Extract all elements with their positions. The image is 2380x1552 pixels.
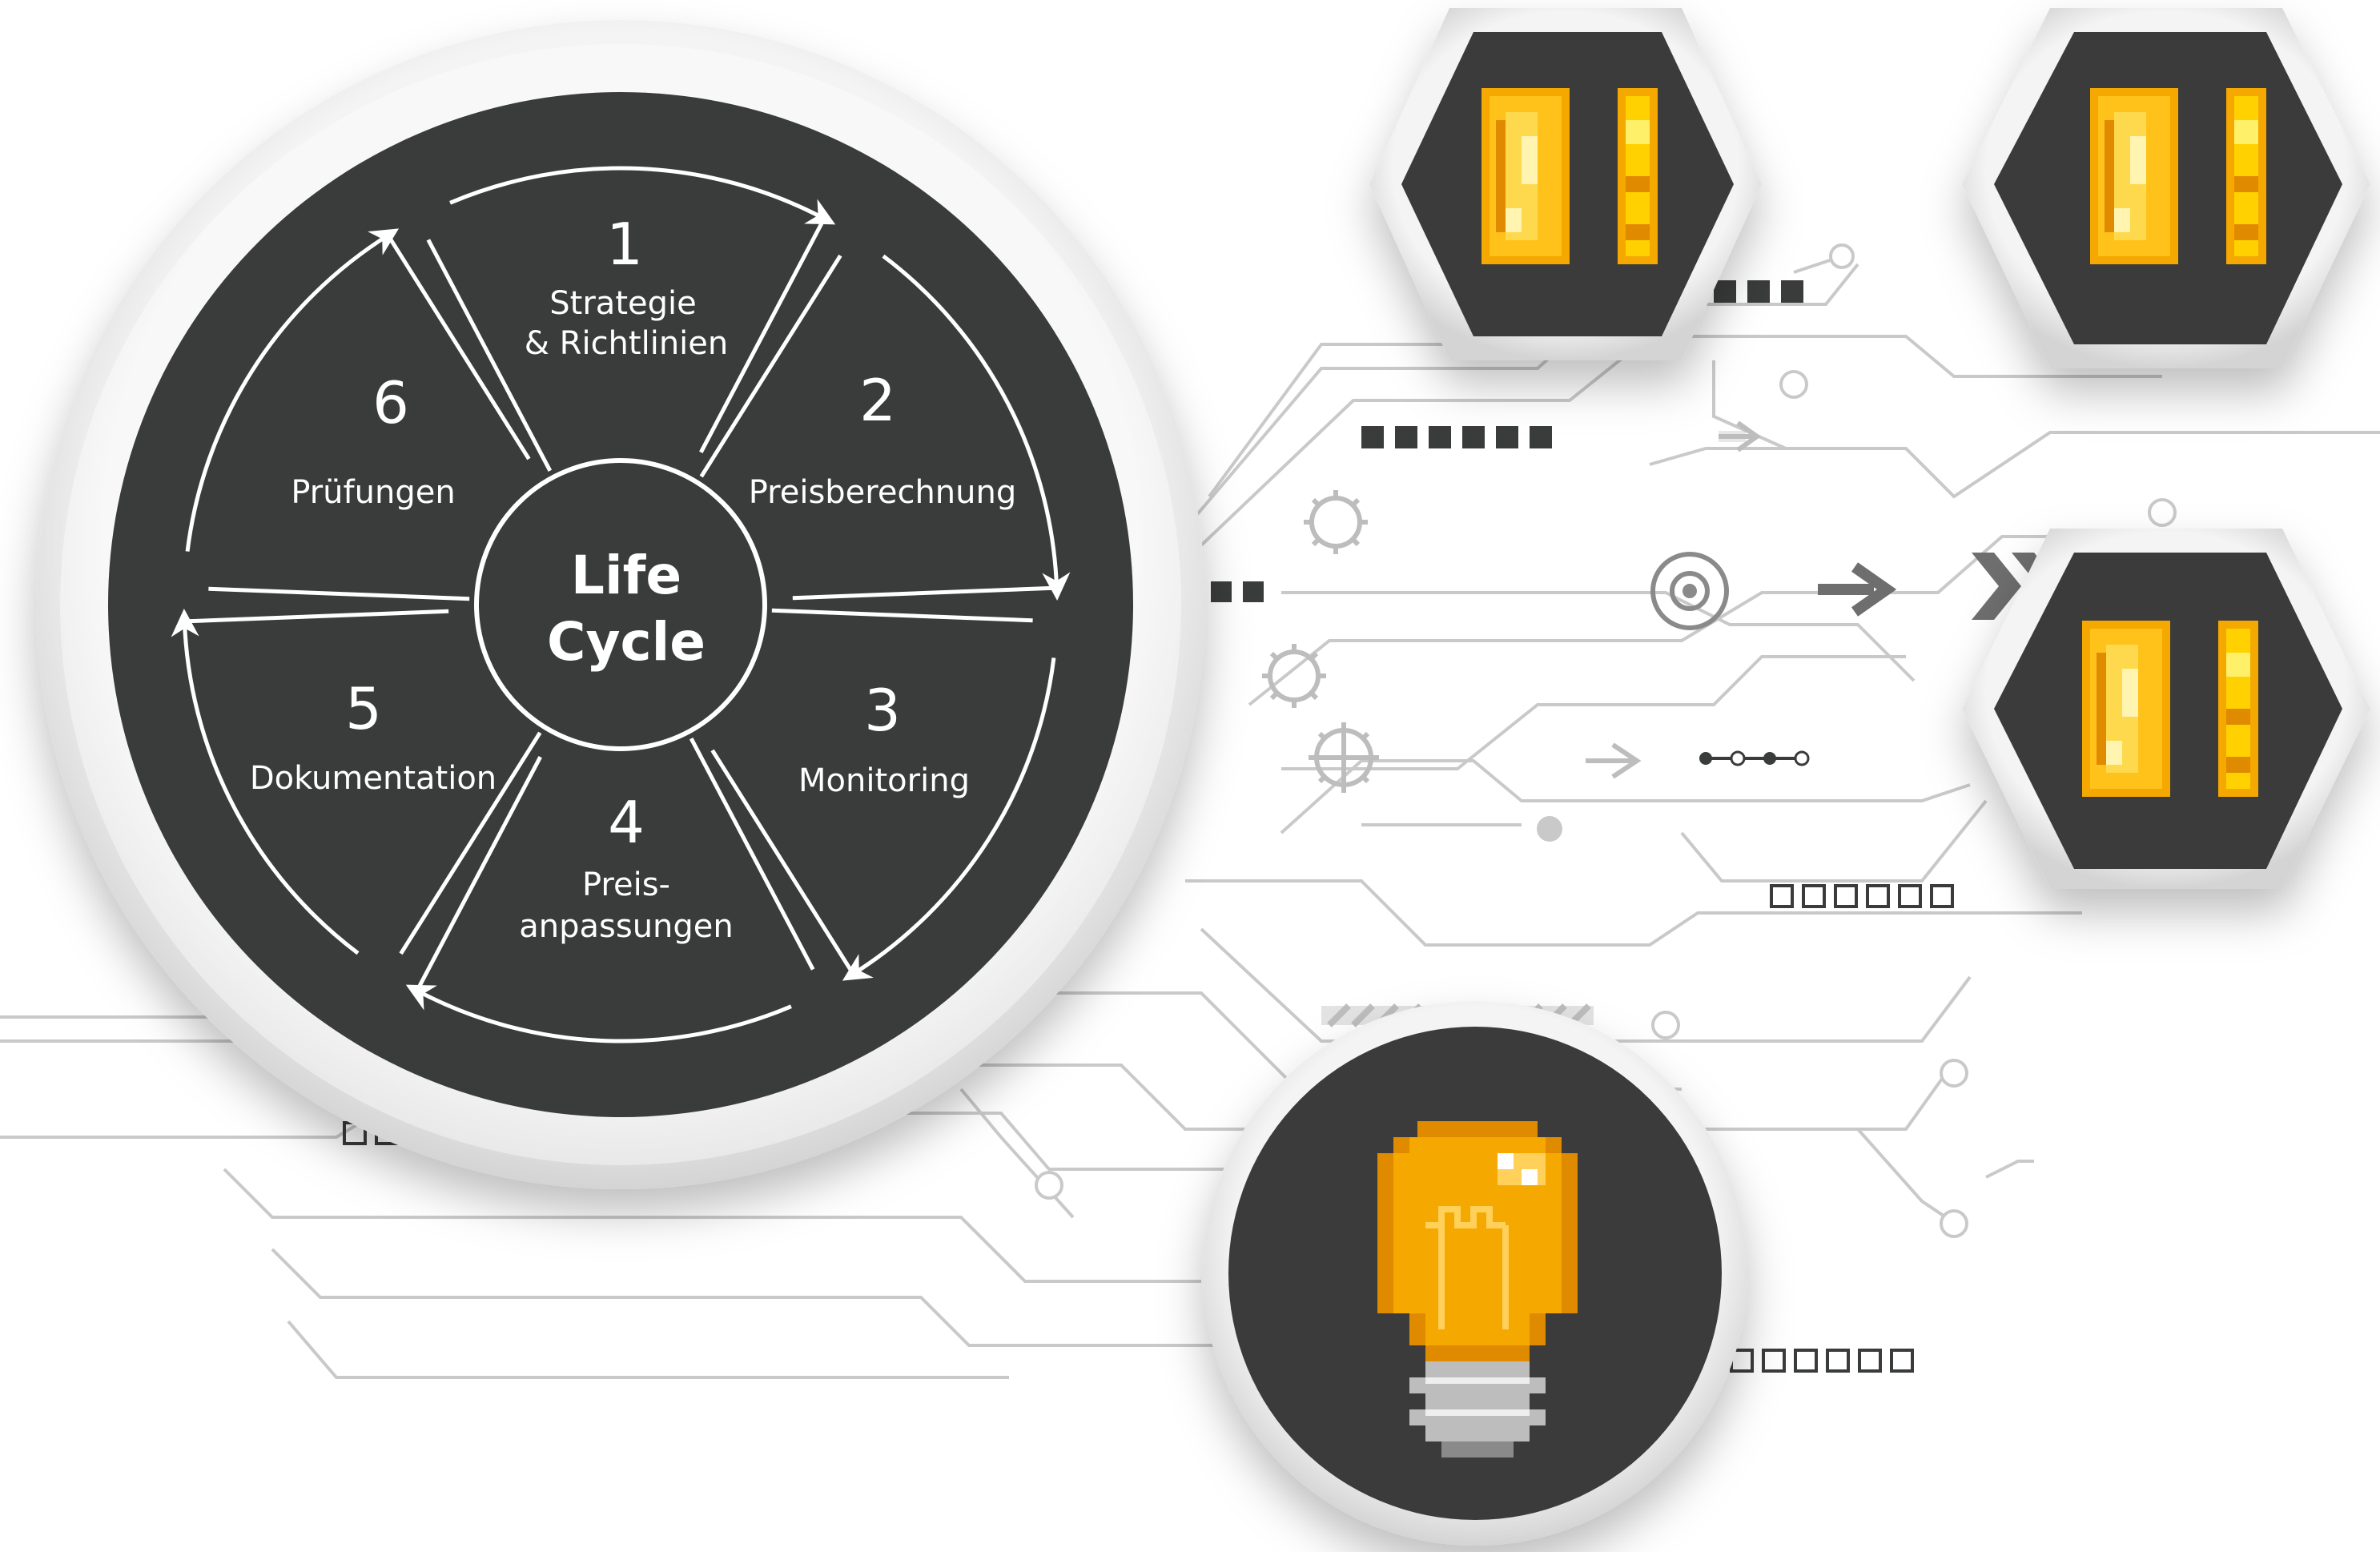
center-label-line1: Life bbox=[571, 545, 681, 606]
gear-icon bbox=[1262, 644, 1326, 708]
segment-divider bbox=[388, 236, 531, 460]
arrow-icon bbox=[1586, 742, 1642, 779]
segment-4-number: 4 bbox=[608, 789, 645, 856]
target-icon bbox=[1650, 552, 1729, 630]
segment-divider bbox=[208, 586, 470, 601]
segment-4-label-line1: Preis- bbox=[582, 866, 670, 903]
segment-2-number: 2 bbox=[859, 367, 896, 434]
segment-4-label-line2: anpassungen bbox=[519, 908, 734, 945]
segment-divider bbox=[699, 220, 825, 453]
arrow-icon bbox=[1818, 562, 1897, 617]
segment-divider bbox=[710, 749, 854, 973]
segment-5-label-line1: Dokumentation bbox=[250, 760, 497, 797]
segment-divider bbox=[699, 254, 842, 478]
segment-divider bbox=[399, 731, 542, 955]
segment-divider bbox=[187, 609, 449, 624]
segment-1-label-line1: Strategie bbox=[549, 285, 696, 322]
segment-divider bbox=[426, 239, 553, 472]
segment-divider bbox=[792, 585, 1054, 601]
segment-1-label-line2: & Richtlinien bbox=[525, 325, 729, 362]
segment-3-number: 3 bbox=[864, 677, 901, 744]
coin-icon bbox=[1618, 88, 1658, 264]
cycle-arrow-4 bbox=[405, 984, 792, 1043]
coin-icon bbox=[1481, 88, 1570, 264]
cycle-arrows bbox=[171, 166, 1071, 1043]
node-chain bbox=[1699, 750, 1810, 766]
gear-icon bbox=[1304, 490, 1368, 554]
segment-5-number: 5 bbox=[345, 675, 382, 742]
segment-divider bbox=[771, 608, 1033, 623]
segment-shapes bbox=[187, 220, 1054, 989]
cycle-arrow-1 bbox=[449, 166, 836, 225]
segment-3-label-line1: Monitoring bbox=[798, 762, 970, 799]
arrow-icon bbox=[1719, 420, 1762, 452]
segment-6-label-line1: Prüfungen bbox=[291, 474, 455, 511]
segment-1-number: 1 bbox=[606, 211, 643, 278]
coin-icon bbox=[2218, 621, 2258, 797]
cycle-arrow-2 bbox=[882, 254, 1071, 601]
hollow-squares bbox=[343, 884, 1954, 1373]
coin-icon bbox=[2090, 88, 2178, 264]
center-label-line2: Cycle bbox=[547, 611, 706, 673]
coin-icon bbox=[2082, 621, 2170, 797]
lifecycle-wheel: Life Cycle 1 Strategie & Richtlinien 2 P… bbox=[36, 20, 1205, 1189]
lightbulb-icon bbox=[1377, 1121, 1578, 1458]
cycle-arrow-5 bbox=[171, 609, 360, 955]
cycle-arrow-3 bbox=[842, 657, 1056, 981]
segment-2-label-line1: Preisberechnung bbox=[749, 474, 1017, 511]
circuit-lines bbox=[0, 243, 2380, 1379]
segment-6-number: 6 bbox=[372, 369, 409, 436]
gear-icon bbox=[1309, 722, 1379, 793]
coin-icon bbox=[2226, 88, 2266, 264]
cycle-arrow-6 bbox=[185, 228, 400, 552]
center-hub bbox=[474, 458, 767, 751]
segment-divider bbox=[416, 756, 542, 989]
filled-squares bbox=[1211, 280, 1803, 602]
segment-divider bbox=[689, 738, 815, 971]
